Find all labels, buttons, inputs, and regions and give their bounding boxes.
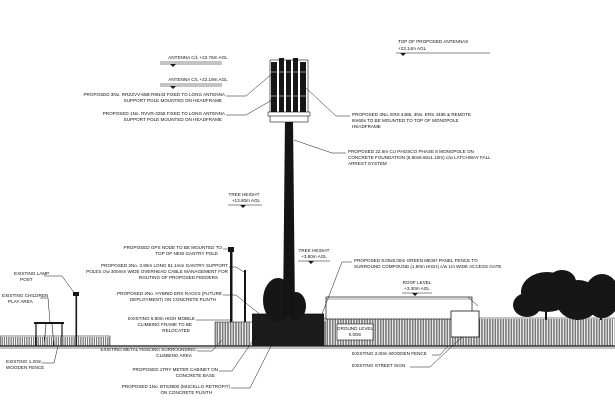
wood-fence-left-line-2: WOODEN FENCE xyxy=(6,365,44,370)
compound-mesh-fence xyxy=(252,313,324,346)
annotation-metal-fencing: EXISTING METAL FENCING SURROUNDING CLIMB… xyxy=(101,339,223,358)
top-of-antennas-value: +23.14m AGL xyxy=(398,46,427,51)
annotation-lamp-post: EXISTING LAMP POST xyxy=(14,271,76,295)
lamp-line-1: EXISTING LAMP xyxy=(14,271,49,276)
antenna-top-level-label: ANTENNA C/L +22.76m AGL xyxy=(168,55,228,60)
rvvr-line-1: PROPOSED 1No. RVVR-3258 FIXED TO LONG AN… xyxy=(103,111,226,116)
metal-fence-line-1: EXISTING METAL FENCING SURROUNDING xyxy=(101,347,197,352)
bts-line-1: PROPOSED 1No. BTS3900 (MUCELLO RETROFIT) xyxy=(122,384,231,389)
headframe-antennas xyxy=(267,58,311,123)
level-marker-antenna-top: ANTENNA C/L +22.76m AGL xyxy=(160,55,228,67)
level-marker-roof: ROOF LEVEL +3.30m AGL xyxy=(402,280,432,296)
monopole-line-2: CONCRETE FOUNDATION (5.60x5.60x1.10m) c/… xyxy=(348,155,491,160)
rrzzvv-line-1: PROPOSED 3No. RRZZVV-65B-R6N43 FIXED TO … xyxy=(83,92,225,97)
ground-level-title: GROUND LEVEL xyxy=(337,326,373,331)
annotation-monopole: PROPOSED 22.5m CU PHOSCO PHASE 8 MONOPOL… xyxy=(293,139,491,166)
gps-line-2: TOP OF NEW GANTRY POLE xyxy=(155,251,218,256)
level-marker-top-of-antennas: TOP OF PROPOSED ANTENNAS +23.14m AGL xyxy=(396,39,490,56)
fence-line-2: SURROUND COMPOUND (1.80m HIGH) c/w 1m WI… xyxy=(354,264,501,269)
racks-line-1: PROPOSED 2No. HYBRID ERS RACKS (FUTURE xyxy=(117,291,222,296)
annotation-play-area: EXISTING CHILDREN PLAY AREA xyxy=(2,293,51,323)
annotation-gps-node: PROPOSED GPS NODE TO BE MOUNTED TO TOP O… xyxy=(124,245,229,256)
gantry-pole xyxy=(228,247,246,322)
monopole-line-3: ARREST SYSTEM xyxy=(348,161,387,166)
top-of-antennas-title: TOP OF PROPOSED ANTENNAS xyxy=(398,39,468,44)
metal-fence-line-2: CLIMBING AREA xyxy=(156,353,193,358)
gantry-line-3: ROUTING OF PROPOSED FEEDERS xyxy=(139,275,218,280)
rrzzvv-line-2: SUPPORT POLE MOUNTED ON HEADFRAME xyxy=(124,98,222,103)
rrus-line-2: 8m60s TO BE MOUNTED TO TOP OF MONOPOLE xyxy=(352,118,459,123)
level-marker-tree-left: TREE HEIGHT +13.80m AGL xyxy=(228,192,262,208)
gantry-line-1: PROPOSED 2No. 3.90m LONG 81.1mm GANTRY S… xyxy=(101,263,228,268)
gps-line-1: PROPOSED GPS NODE TO BE MOUNTED TO xyxy=(124,245,223,250)
annotation-wood-fence-right: EXISTING 2.00m WOODEN FENCE xyxy=(352,345,449,356)
lamp-line-2: POST xyxy=(20,277,33,282)
existing-metal-fencing xyxy=(214,321,326,347)
rrus-line-1: PROPOSED 3No. ERS 4486, 3No. ERS 4485 & … xyxy=(352,112,471,117)
wood-fence-right-label: EXISTING 2.00m WOODEN FENCE xyxy=(352,351,427,356)
annotation-rvvr: PROPOSED 1No. RVVR-3258 FIXED TO LONG AN… xyxy=(103,99,273,122)
rrus-line-3: HEADFRAME xyxy=(352,124,381,129)
existing-lamp-post xyxy=(73,292,79,346)
ground-level-value: 0.00m xyxy=(349,332,362,337)
climb-line-2: CLIMBING FRAME TO BE xyxy=(138,322,192,327)
fence-line-1: PROPOSED 8.00x8.00m GREEN MESH PANEL FEN… xyxy=(354,258,478,263)
tree-mid-value: +3.80m AGL xyxy=(301,254,327,259)
roof-level-title: ROOF LEVEL xyxy=(403,280,432,285)
gantry-line-2: POLES c/w 300mm WIDE OVERHEAD CABLE MANA… xyxy=(86,269,229,274)
annotation-hybrid-racks: PROPOSED 2No. HYBRID ERS RACKS (FUTURE D… xyxy=(117,291,263,317)
ground-line xyxy=(0,345,615,349)
annotation-climbing-frame: EXISTING 6.80m HIGH MOBILE CLIMBING FRAM… xyxy=(128,316,232,333)
wood-fence-left-line-1: EXISTING 1.20m xyxy=(6,359,42,364)
rvvr-line-2: SUPPORT POLE MOUNTED ON HEADFRAME xyxy=(124,117,222,122)
level-marker-antenna-low: ANTENNA C/L +22.19m AGL xyxy=(160,77,228,89)
play-line-2: PLAY AREA xyxy=(8,299,34,304)
bts-line-2: ON CONCRETE PLINTH xyxy=(160,390,212,395)
play-line-1: EXISTING CHILDREN xyxy=(2,293,48,298)
meter-line-1: PROPOSED 1TRY METER CABINET ON xyxy=(132,367,218,372)
antenna-low-level-label: ANTENNA C/L +22.19m AGL xyxy=(168,77,228,82)
meter-line-2: CONCRETE BASE xyxy=(176,373,215,378)
ground-level-box xyxy=(336,323,374,341)
annotation-bts: PROPOSED 1No. BTS3900 (MUCELLO RETROFIT)… xyxy=(122,335,277,395)
annotation-rrus: PROPOSED 3No. ERS 4486, 3No. ERS 4485 & … xyxy=(305,87,471,129)
monopole-line-1: PROPOSED 22.5m CU PHOSCO PHASE 8 MONOPOL… xyxy=(348,149,474,154)
climb-line-3: RELOCATED xyxy=(162,328,190,333)
annotation-wood-fence-left: EXISTING 1.20m WOODEN FENCE xyxy=(6,345,59,370)
annotation-street-sign: EXISTING STREET SIGN xyxy=(352,336,463,368)
annotation-gantry-poles: PROPOSED 2No. 3.90m LONG 81.1mm GANTRY S… xyxy=(86,263,245,280)
street-sign-label: EXISTING STREET SIGN xyxy=(352,363,405,368)
existing-trees-right xyxy=(513,270,615,320)
level-marker-ground: GROUND LEVEL 0.00m xyxy=(337,326,373,337)
racks-line-2: DEPLOYMENT) ON CONCRETE PLINTH xyxy=(130,297,216,302)
tree-left-value: +13.80m AGL xyxy=(232,198,261,203)
level-marker-tree-mid: TREE HEIGHT +3.80m AGL xyxy=(298,248,330,264)
existing-wooden-fence-left xyxy=(0,335,111,347)
roof-level-value: +3.30m AGL xyxy=(404,286,430,291)
tree-left-title: TREE HEIGHT xyxy=(229,192,260,197)
climb-line-1: EXISTING 6.80m HIGH MOBILE xyxy=(128,316,195,321)
monopole xyxy=(283,118,295,314)
annotation-rrzzvv: PROPOSED 3No. RRZZVV-65B-R6N43 FIXED TO … xyxy=(83,73,273,103)
existing-building xyxy=(325,296,479,320)
annotation-meter-cabinet: PROPOSED 1TRY METER CABINET ON CONCRETE … xyxy=(132,335,257,378)
tree-mid-title: TREE HEIGHT xyxy=(299,248,330,253)
annotation-mesh-fence: PROPOSED 8.00x8.00m GREEN MESH PANEL FEN… xyxy=(321,258,501,315)
equipment-cabinet xyxy=(450,310,480,338)
